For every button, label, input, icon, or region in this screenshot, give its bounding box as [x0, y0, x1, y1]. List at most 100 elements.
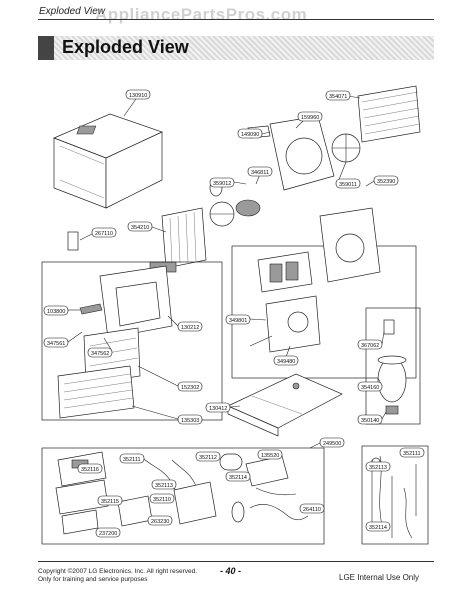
- svg-text:354071: 354071: [329, 94, 347, 100]
- part-label-347562: 347562: [87, 347, 113, 358]
- svg-text:135520: 135520: [261, 453, 279, 459]
- svg-text:352112: 352112: [199, 455, 217, 461]
- part-label-352111: 352111: [119, 453, 145, 464]
- svg-text:264110: 264110: [303, 507, 321, 513]
- svg-text:352114: 352114: [229, 475, 247, 481]
- svg-text:349801: 349801: [229, 318, 247, 324]
- part-label-264110: 264110: [299, 503, 325, 514]
- part-label-149090: 149090: [237, 128, 263, 139]
- svg-text:130212: 130212: [181, 325, 199, 331]
- condenser-part: [357, 85, 421, 143]
- cabinet-part: [53, 113, 163, 209]
- svg-text:249500: 249500: [323, 441, 341, 447]
- part-label-349480: 349480: [273, 355, 299, 366]
- page-title: Exploded View: [62, 37, 189, 57]
- tubing-box: [361, 445, 429, 545]
- svg-text:130412: 130412: [209, 406, 227, 412]
- svg-text:103800: 103800: [47, 309, 65, 315]
- top-rule: [38, 19, 434, 20]
- part-label-135303: 135303: [177, 414, 203, 425]
- svg-text:346811: 346811: [251, 170, 269, 176]
- part-label-352112: 352112: [195, 451, 221, 462]
- svg-text:347561: 347561: [47, 341, 65, 347]
- svg-text:352113: 352113: [369, 465, 387, 471]
- part-label-130412: 130412: [205, 402, 231, 413]
- part-label-135520: 135520: [257, 449, 283, 460]
- watermark-text: AppliancePartsPros.com: [95, 5, 308, 24]
- svg-text:350140: 350140: [361, 418, 379, 424]
- part-label-354160: 354160: [357, 381, 383, 392]
- internal-use-text: LGE Internal Use Only: [339, 573, 420, 582]
- page-number: - 40 -: [220, 566, 242, 576]
- part-label-159960: 159960: [297, 111, 323, 122]
- svg-text:349480: 349480: [277, 359, 295, 365]
- base-pan-part: [227, 373, 343, 437]
- svg-text:352111: 352111: [403, 451, 421, 457]
- part-label-263230: 263230: [147, 515, 173, 526]
- svg-text:159960: 159960: [301, 115, 319, 121]
- copyright-text: Copyright ©2007 LG Electronics. Inc. All…: [38, 568, 198, 575]
- footer-rule: [38, 561, 434, 562]
- svg-text:352115: 352115: [101, 499, 119, 505]
- part-label-349801: 349801: [225, 314, 251, 325]
- svg-text:267110: 267110: [95, 231, 113, 237]
- part-label-130212: 130212: [177, 321, 203, 332]
- svg-text:354210: 354210: [131, 225, 149, 231]
- svg-text:352116: 352116: [81, 467, 99, 473]
- part-label-352113: 352113: [151, 479, 177, 490]
- part-label-249500: 249500: [319, 437, 345, 448]
- svg-text:237200: 237200: [99, 531, 117, 537]
- front-grille-box: [41, 261, 223, 421]
- svg-text:352110: 352110: [153, 497, 171, 503]
- svg-text:347562: 347562: [91, 351, 109, 357]
- control-parts: [55, 451, 309, 535]
- part-label-359011: 359011: [335, 178, 361, 189]
- part-label-352113b: 352113: [365, 461, 391, 472]
- svg-text:130910: 130910: [129, 93, 147, 99]
- part-label-367062: 367062: [357, 339, 383, 350]
- part-label-152302: 152302: [177, 381, 203, 392]
- part-label-130910: 130910: [125, 89, 151, 100]
- part-label-352390: 352390: [373, 175, 399, 186]
- part-label-237200: 237200: [95, 527, 121, 538]
- usage-text: Only for training and service purposes: [38, 576, 148, 583]
- part-label-354071: 354071: [325, 90, 351, 101]
- exploded-view-diagram: 130910 354071 149090 159960 359012 34681…: [41, 85, 429, 545]
- part-label-352114b: 352114: [365, 521, 391, 532]
- part-label-346811: 346811: [247, 166, 273, 177]
- part-label-352115: 352115: [97, 495, 123, 506]
- svg-text:352114: 352114: [369, 525, 387, 531]
- svg-text:352390: 352390: [377, 179, 395, 185]
- svg-text:152302: 152302: [181, 385, 199, 391]
- svg-text:367062: 367062: [361, 343, 379, 349]
- running-head: Exploded View: [39, 6, 105, 17]
- part-label-267110: 267110: [91, 227, 117, 238]
- svg-text:149090: 149090: [241, 132, 259, 138]
- compressor-part: [377, 319, 407, 415]
- compressor-box: [365, 307, 421, 425]
- part-label-347561: 347561: [43, 337, 69, 348]
- part-label-103800: 103800: [43, 305, 69, 316]
- title-bar: [38, 36, 434, 60]
- part-label-352111b: 352111: [399, 447, 425, 458]
- part-label-359012: 359012: [209, 177, 235, 188]
- part-label-352110: 352110: [149, 493, 175, 504]
- svg-text:352113: 352113: [155, 483, 173, 489]
- control-parts-box: [41, 447, 325, 545]
- svg-text:354160: 354160: [361, 385, 379, 391]
- blower-housing-part: [249, 207, 381, 353]
- part-label-354210: 354210: [127, 221, 153, 232]
- svg-text:263230: 263230: [151, 519, 169, 525]
- footer-copyright: Copyright ©2007 LG Electronics. Inc. All…: [38, 568, 208, 584]
- title-marker: [38, 36, 54, 60]
- part-label-352116: 352116: [77, 463, 103, 474]
- front-panel-part: [57, 265, 173, 419]
- svg-text:135303: 135303: [181, 418, 199, 424]
- part-label-352114: 352114: [225, 471, 251, 482]
- svg-text:359011: 359011: [339, 182, 357, 188]
- fan-shroud-part: [209, 115, 361, 227]
- svg-text:352111: 352111: [123, 457, 141, 463]
- evaporator-part: [67, 207, 207, 273]
- svg-text:359012: 359012: [213, 181, 231, 187]
- part-label-350140: 350140: [357, 414, 383, 425]
